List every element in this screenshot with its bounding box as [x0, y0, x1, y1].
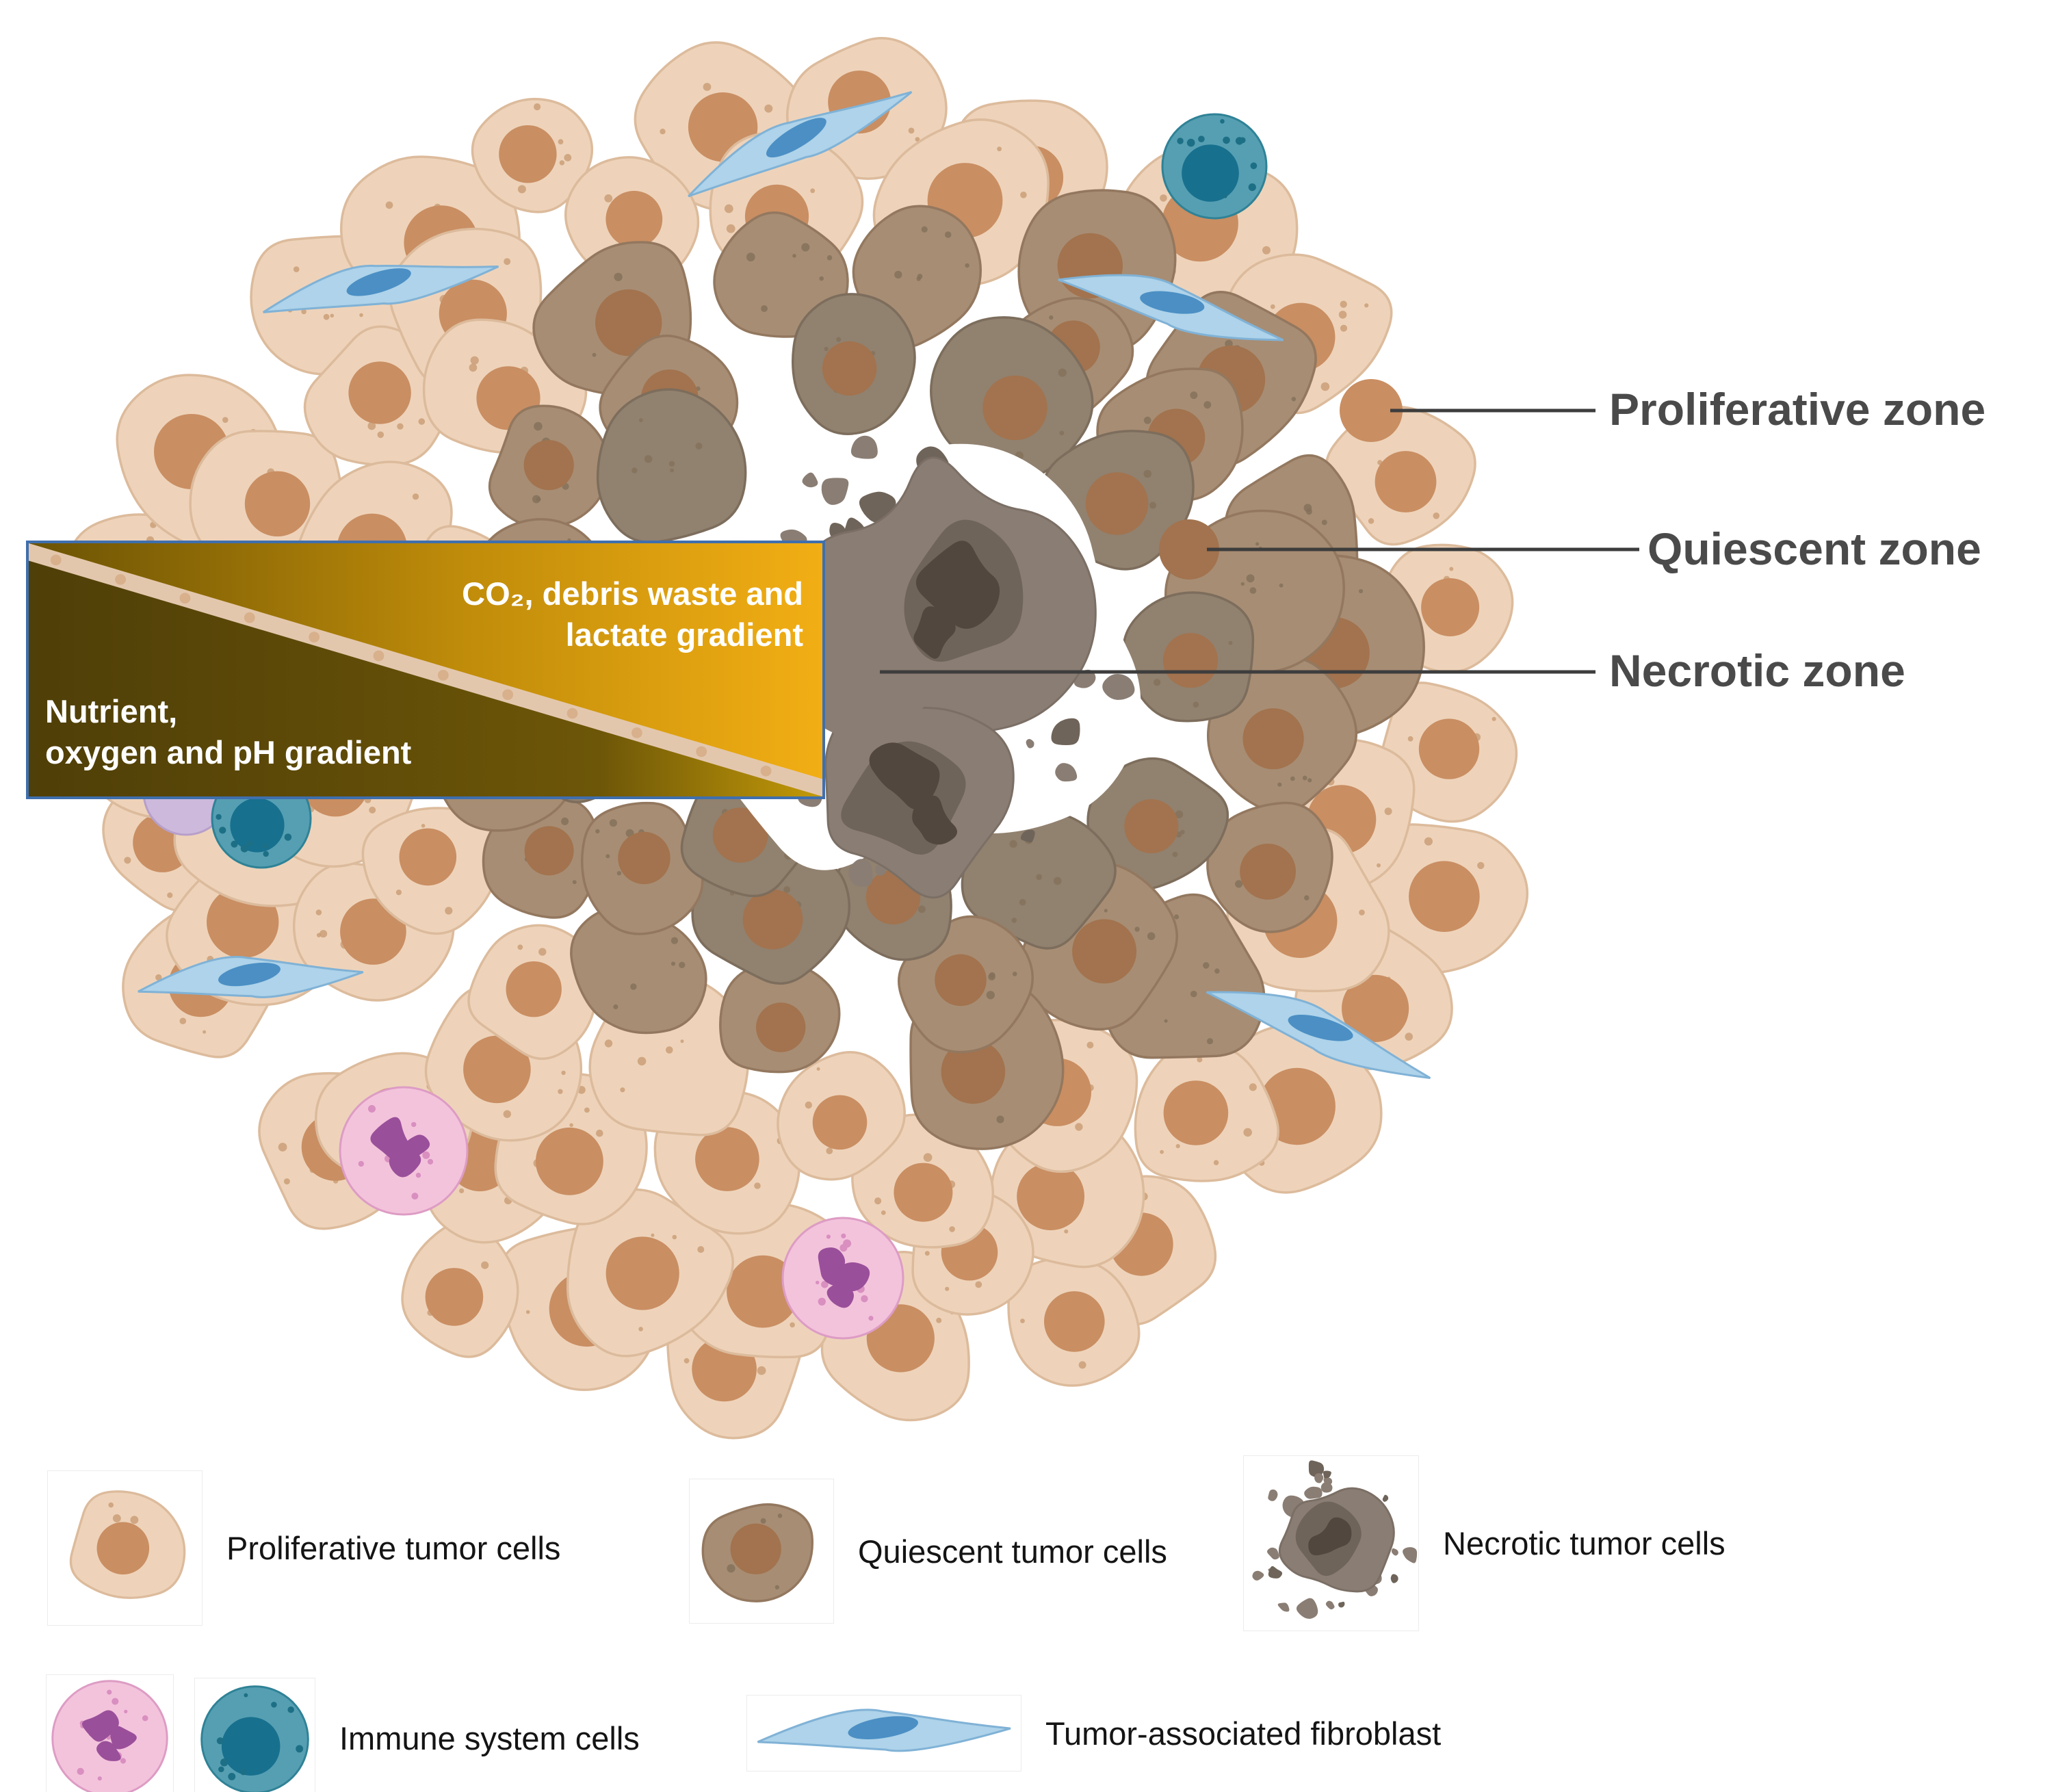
nutrient-gradient-line2: oxygen and pH gradient — [45, 733, 412, 770]
legend-item-necrotic: Necrotic tumor cells — [1244, 1456, 1725, 1631]
necrotic-cell-icon — [1244, 1456, 1418, 1631]
legend-label-proliferative: Proliferative tumor cells — [226, 1530, 561, 1566]
fibroblast-cell — [1058, 274, 1284, 341]
legend-item-fibroblast: Tumor-associated fibroblast — [747, 1696, 1441, 1771]
gradient-legend-box: CO₂, debris waste and lactate gradient N… — [26, 541, 825, 799]
co2-gradient-line1: CO₂, debris waste and — [462, 575, 803, 612]
necrotic-zone-label: Necrotic zone — [1609, 645, 1905, 696]
quiescent-cell-icon — [690, 1479, 833, 1623]
legend-label-immune: Immune system cells — [339, 1720, 640, 1756]
immune-pink-cell-icon — [47, 1675, 173, 1792]
fibroblast-cell — [1206, 991, 1431, 1079]
proliferative-zone-label: Proliferative zone — [1609, 384, 1986, 434]
co2-gradient-label: CO₂, debris waste and lactate gradient — [462, 573, 803, 655]
nutrient-gradient-triangle — [29, 560, 822, 796]
legend-label-fibroblast: Tumor-associated fibroblast — [1045, 1715, 1442, 1752]
fibroblast-cell — [138, 955, 364, 998]
fibroblast-cell — [757, 1709, 1011, 1752]
fibroblast-cell — [263, 264, 499, 313]
co2-gradient-triangle — [29, 543, 822, 779]
fibroblasts — [138, 91, 1431, 1079]
legend-label-quiescent: Quiescent tumor cells — [858, 1533, 1167, 1570]
legend-item-immune: Immune system cells — [47, 1675, 640, 1792]
fibroblast-icon — [747, 1696, 1021, 1771]
gradient-triangles — [29, 543, 822, 796]
nutrient-gradient-line1: Nutrient, — [45, 692, 178, 729]
stripe-cell-dots — [50, 554, 772, 777]
co2-gradient-line2: lactate gradient — [565, 616, 803, 653]
quiescent-zone-label: Quiescent zone — [1647, 523, 1981, 574]
fibroblast-cell — [688, 91, 913, 198]
nutrient-gradient-label: Nutrient, oxygen and pH gradient — [45, 691, 411, 773]
legend-item-quiescent: Quiescent tumor cells — [690, 1479, 1167, 1623]
legend-label-necrotic: Necrotic tumor cells — [1443, 1525, 1725, 1561]
zone-pointer-lines — [880, 379, 1639, 674]
proliferative-cell-icon — [48, 1471, 202, 1625]
immune-teal-cell-icon — [195, 1678, 315, 1792]
legend-item-proliferative: Proliferative tumor cells — [48, 1471, 560, 1625]
